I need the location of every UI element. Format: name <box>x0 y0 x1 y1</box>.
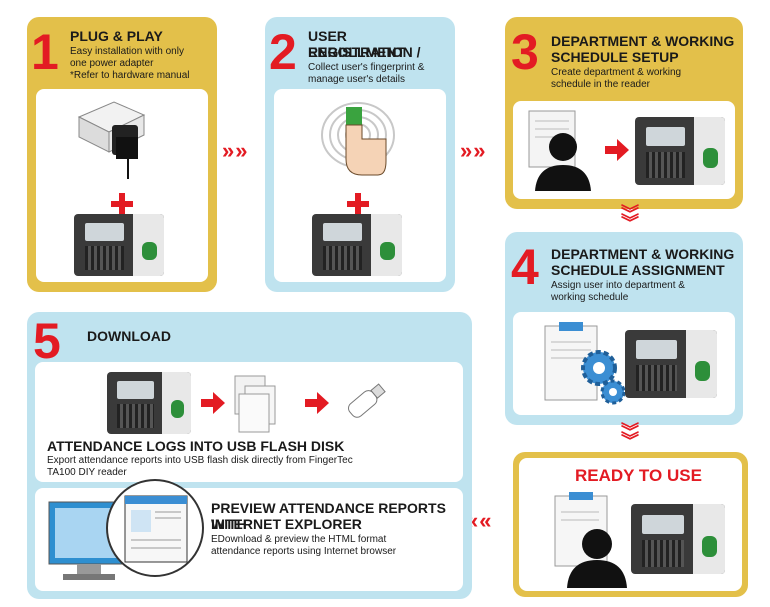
usb-flash-disk-icon <box>348 383 386 418</box>
preview-section: PREVIEW ATTENDANCE REPORTS WITH INTERNET… <box>35 479 463 591</box>
step-1-desc-line-3: *Refer to hardware manual <box>70 70 190 81</box>
step-1-desc-line-2: one power adapter <box>70 58 154 69</box>
attendance-reader-icon <box>74 214 164 276</box>
arrow-right-icon <box>305 392 329 414</box>
documents-icon <box>234 375 276 433</box>
step-3-title-line-2: SCHEDULE SETUP <box>551 49 679 65</box>
step-2-illustration <box>274 89 446 282</box>
step-2-desc-line-2: manage user's details <box>308 74 405 85</box>
step-3-panel: 3 DEPARTMENT & WORKING SCHEDULE SETUP Cr… <box>505 17 743 209</box>
step-1-illustration <box>36 89 208 282</box>
user-with-clipboard-icon <box>554 492 627 588</box>
step-5-panel: 5 DOWNLOAD ATTENDANCE LOGS INTO USB FLAS… <box>27 312 472 599</box>
step-1-title: PLUG & PLAY <box>70 28 163 44</box>
step-4-title-line-2: SCHEDULE ASSIGNMENT <box>551 262 725 278</box>
step-3-number: 3 <box>511 24 539 80</box>
monitor-browser-icon <box>48 479 204 580</box>
step-1-desc-line-1: Easy installation with only <box>70 46 184 57</box>
step-1-number: 1 <box>31 24 59 80</box>
preview-title-line-1: PREVIEW ATTENDANCE REPORTS WITH <box>211 500 446 532</box>
step-2-panel: 2 USER REGISTRATION / ENROLLMENT Collect… <box>265 17 455 292</box>
usb-download-section: ATTENDANCE LOGS INTO USB FLASH DISK Expo… <box>35 362 463 482</box>
step-4-desc-line-1: Assign user into department & <box>551 280 685 291</box>
ready-title: READY TO USE <box>575 466 702 485</box>
step-4-illustration <box>513 312 735 415</box>
step-3-title-line-1: DEPARTMENT & WORKING <box>551 33 735 49</box>
usb-desc-line-1: Export attendance reports into USB flash… <box>47 455 353 466</box>
ready-illustration: READY TO USE <box>519 458 742 591</box>
user-with-document-icon <box>528 110 591 191</box>
ready-panel: READY TO USE <box>513 452 748 597</box>
chevron-down-icon: ︾︾ <box>621 204 639 233</box>
arrow-right-icon <box>201 392 225 414</box>
step-4-panel: 4 DEPARTMENT & WORKING SCHEDULE ASSIGNME… <box>505 232 743 425</box>
step-5-number: 5 <box>33 313 61 369</box>
step-2-desc-line-1: Collect user's fingerprint & <box>308 62 425 73</box>
clipboard-gears-icon <box>544 322 626 405</box>
attendance-reader-icon <box>635 117 725 185</box>
plus-icon <box>111 193 133 215</box>
preview-desc-line-1: EDownload & preview the HTML format <box>211 534 387 545</box>
plus-icon <box>347 193 369 215</box>
chevron-right-icon: »» <box>222 138 248 163</box>
step-4-number: 4 <box>511 239 539 295</box>
chevron-right-icon: »» <box>460 138 486 163</box>
chevron-down-icon: ︾︾ <box>621 422 639 451</box>
usb-title: ATTENDANCE LOGS INTO USB FLASH DISK <box>47 438 345 454</box>
attendance-reader-icon <box>312 214 402 276</box>
power-adapter-icon <box>77 101 146 179</box>
step-3-desc-line-2: schedule in the reader <box>551 79 650 90</box>
fingerprint-icon <box>321 102 395 176</box>
step-2-title-line-1: USER REGISTRATION / <box>308 28 421 60</box>
step-5-title: DOWNLOAD <box>87 328 171 344</box>
usb-desc-line-2: TA100 DIY reader <box>47 467 127 478</box>
step-1-panel: 1 PLUG & PLAY Easy installation with onl… <box>27 17 217 292</box>
preview-title-line-2: INTERNET EXPLORER <box>211 516 362 532</box>
step-4-title-line-1: DEPARTMENT & WORKING <box>551 246 735 262</box>
step-4-desc-line-2: working schedule <box>551 292 629 303</box>
step-2-number: 2 <box>269 24 297 80</box>
step-3-desc-line-1: Create department & working <box>551 67 682 78</box>
preview-desc-line-2: attendance reports using Internet browse… <box>211 546 397 557</box>
step-3-illustration <box>513 101 735 199</box>
attendance-reader-icon <box>625 330 717 398</box>
step-2-title-line-2: ENROLLMENT <box>308 44 406 60</box>
attendance-reader-icon <box>107 372 191 434</box>
attendance-reader-icon <box>631 504 725 574</box>
arrow-right-icon <box>605 139 629 161</box>
